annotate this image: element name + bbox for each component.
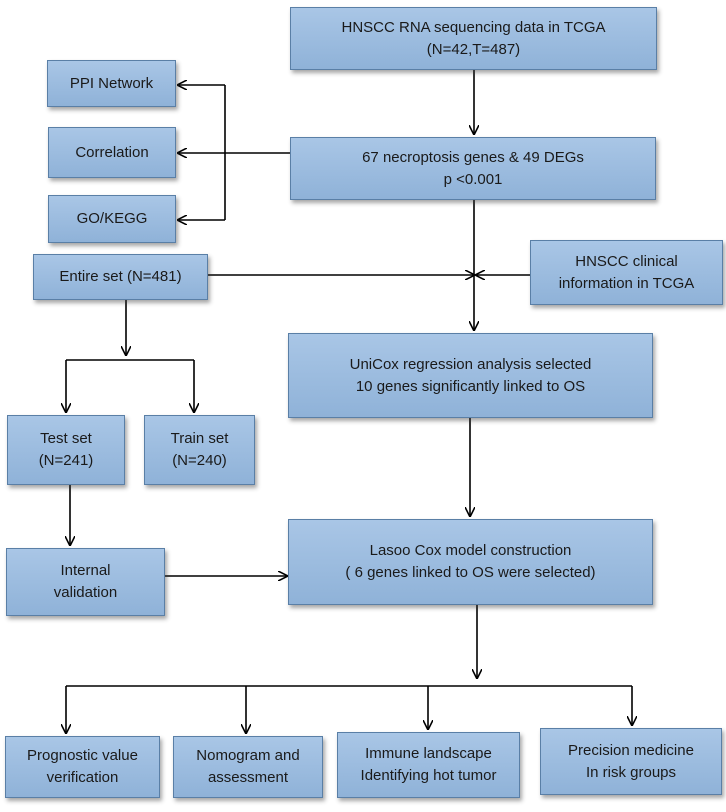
precision-line-2: In risk groups [585,763,677,781]
gokegg-box: GO/KEGG [48,195,176,243]
necroptosis-line-1: 67 necroptosis genes & 49 DEGs [362,148,584,166]
train-set-box: Train set (N=240) [144,415,255,485]
prognostic-line-1: Prognostic value [27,747,138,765]
lasso-line-1: Lasoo Cox model construction [369,542,572,560]
correlation-label: Correlation [75,143,149,161]
lasso-cox-box: Lasoo Cox model construction ( 6 genes l… [288,519,653,605]
unicox-box: UniCox regression analysis selected 10 g… [288,333,653,418]
necroptosis-line-2: p <0.001 [443,170,503,188]
train-set-line-1: Train set [170,430,229,448]
ppi-network-label: PPI Network [69,74,154,92]
internal-validation-line-2: validation [53,584,118,601]
prognostic-line-2: verification [46,769,119,786]
necroptosis-box: 67 necroptosis genes & 49 DEGs p <0.001 [290,137,656,200]
nomogram-line-1: Nomogram and [196,747,300,765]
lasso-line-2: ( 6 genes linked to OS were selected) [345,564,596,581]
entire-set-label: Entire set (N=481) [59,268,182,286]
test-set-box: Test set (N=241) [7,415,125,485]
immune-line-1: Immune landscape [365,745,492,763]
entire-set-box: Entire set (N=481) [33,254,208,300]
nomogram-box: Nomogram and assessment [173,736,323,798]
prognostic-box: Prognostic value verification [5,736,160,798]
train-set-line-2: (N=240) [172,452,227,469]
immune-line-2: Identifying hot tumor [360,767,497,784]
test-set-line-2: (N=241) [38,452,94,469]
internal-validation-box: Internal validation [6,548,165,616]
nomogram-line-2: assessment [207,769,289,786]
test-set-line-1: Test set [40,430,92,448]
clinical-info-box: HNSCC clinical information in TCGA [530,240,723,305]
immune-landscape-box: Immune landscape Identifying hot tumor [337,732,520,798]
gokegg-label: GO/KEGG [76,210,148,228]
clinical-line-1: HNSCC clinical [575,252,678,270]
internal-validation-line-1: Internal [60,562,111,580]
ppi-network-box: PPI Network [47,60,176,107]
clinical-line-2: information in TCGA [558,274,695,292]
unicox-line-1: UniCox regression analysis selected [349,355,592,373]
hnscc-rna-line-2: (N=42,T=487) [426,40,521,58]
precision-line-1: Precision medicine [568,741,694,759]
precision-medicine-box: Precision medicine In risk groups [540,728,722,795]
unicox-line-2: 10 genes significantly linked to OS [355,377,586,395]
hnscc-rna-box: HNSCC RNA sequencing data in TCGA (N=42,… [290,7,657,70]
correlation-box: Correlation [48,127,176,178]
hnscc-rna-line-1: HNSCC RNA sequencing data in TCGA [341,18,606,36]
